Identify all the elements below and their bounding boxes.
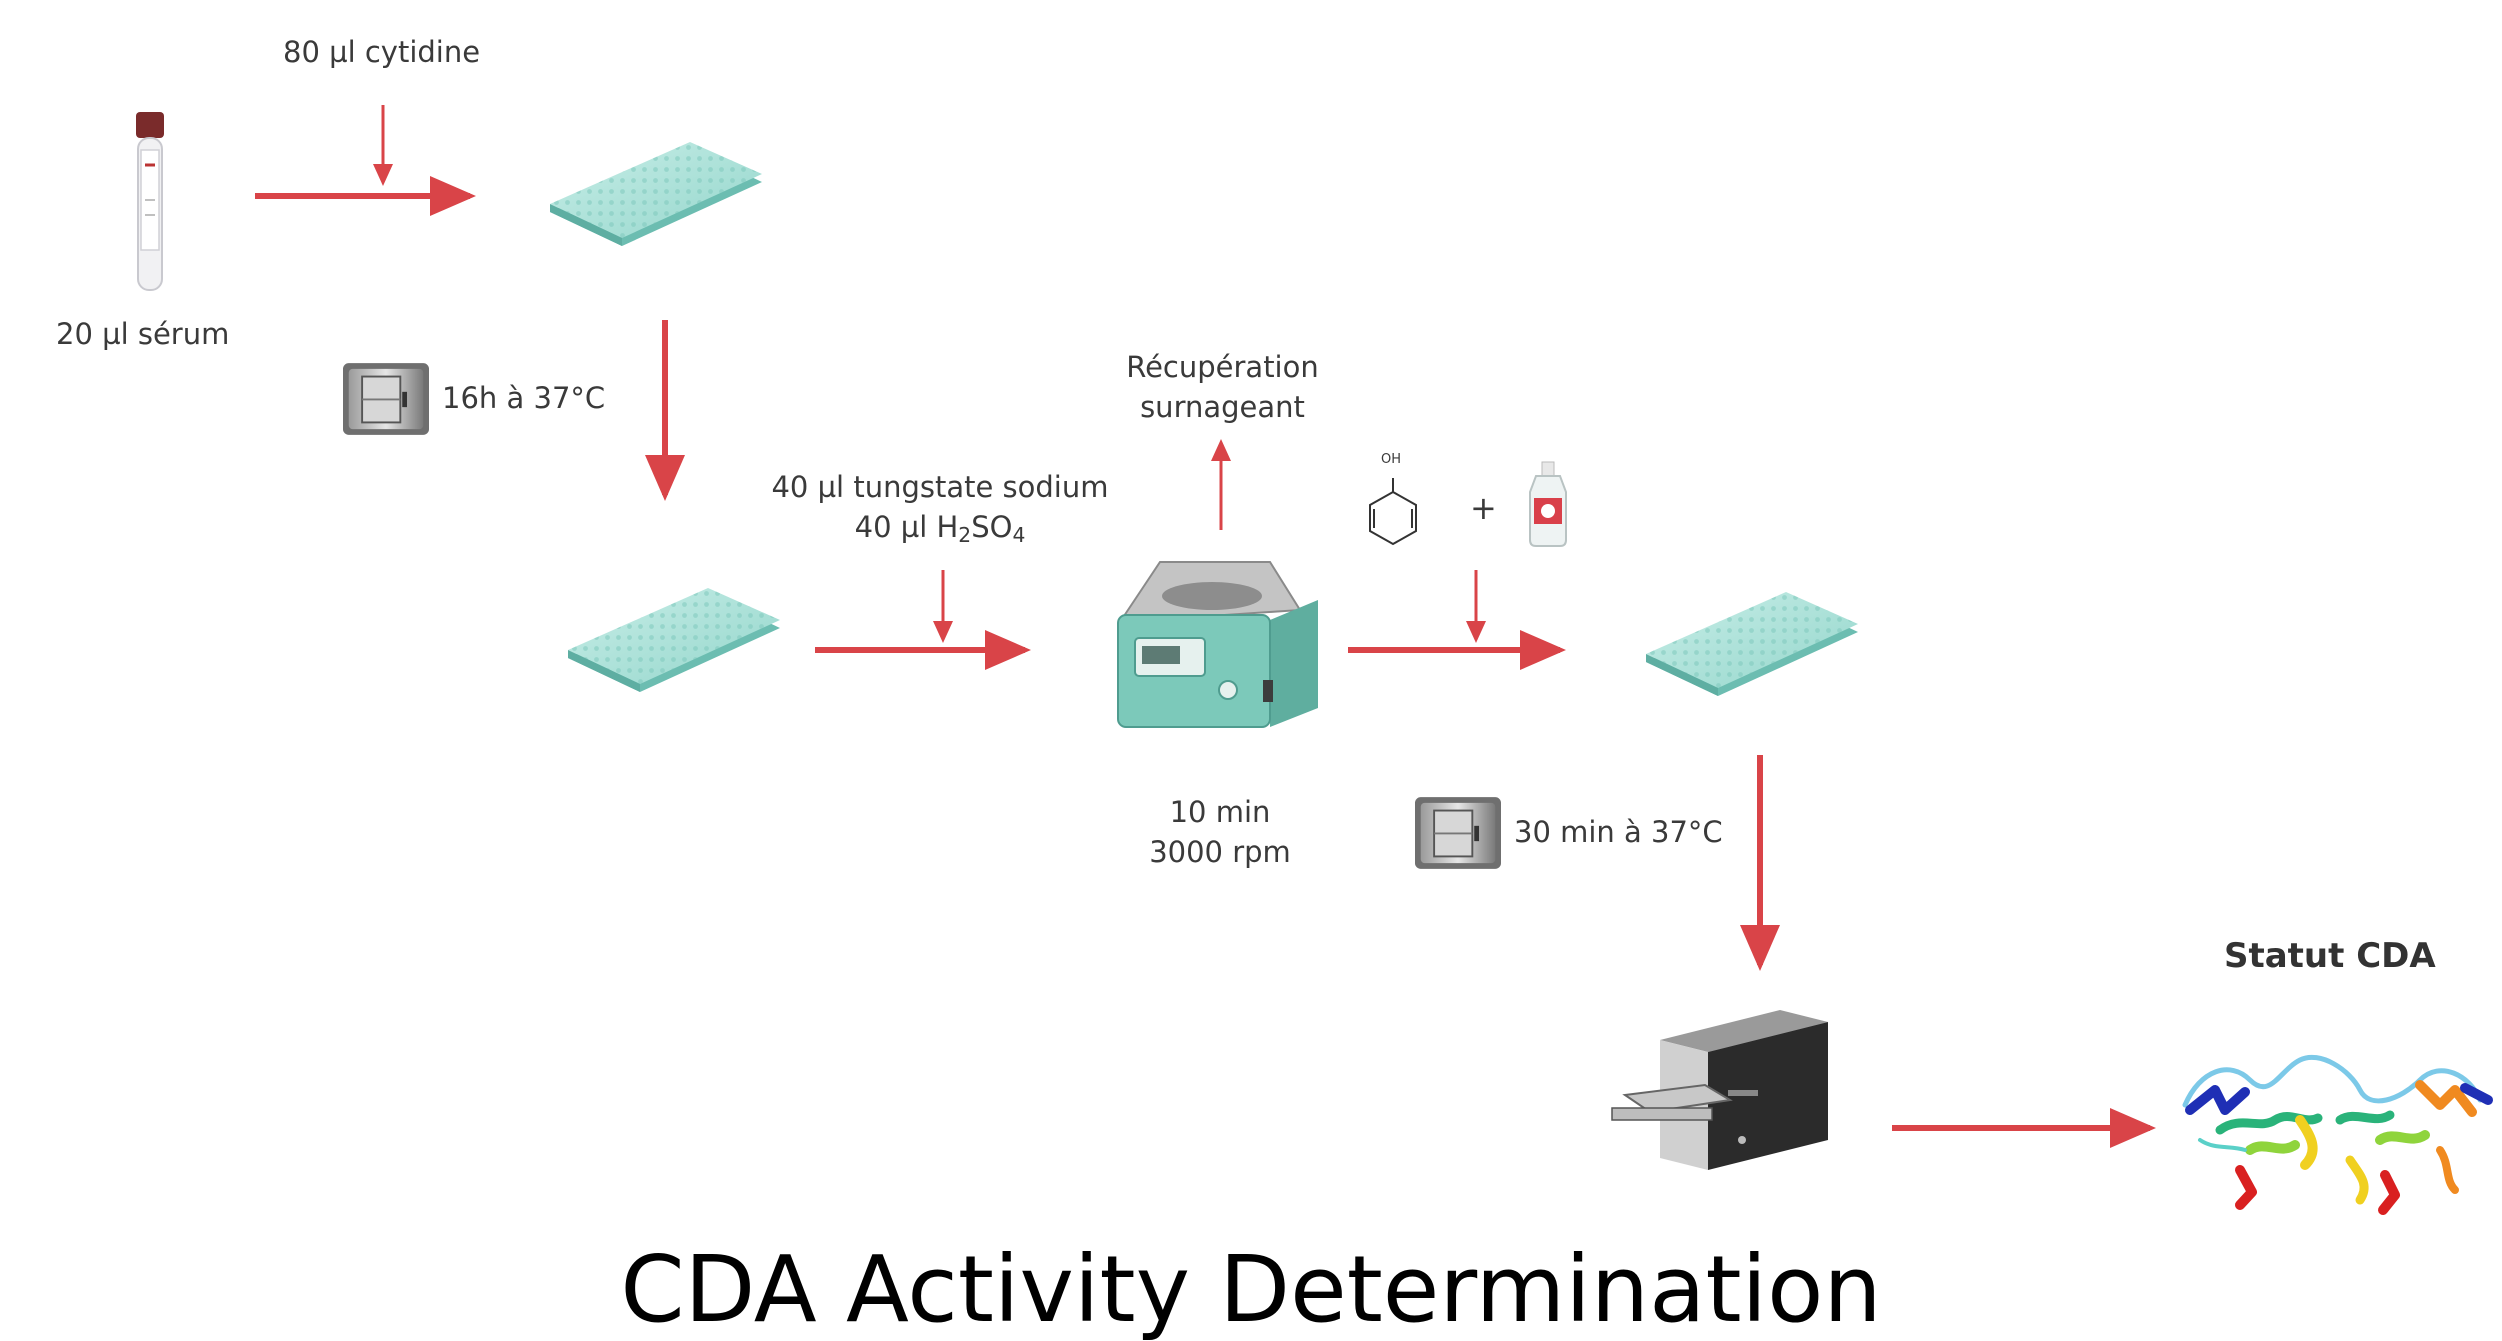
microplate-icon — [1646, 592, 1858, 696]
centrifuge-speed: 3000 rpm — [1149, 835, 1291, 869]
microplate-icon — [550, 142, 762, 246]
cda-protein-structure-icon — [2182, 1054, 2493, 1215]
centrifuge-icon — [1117, 561, 1318, 728]
centrifuge-time: 10 min — [1169, 795, 1271, 829]
incubator-icon — [343, 363, 429, 435]
microplate-icon — [568, 588, 780, 692]
page-title: CDA Activity Determination — [620, 1236, 1882, 1341]
supernatant-label: Récupération surnageant — [1126, 350, 1319, 424]
phenol-structure-icon — [1369, 478, 1417, 546]
plus-sign: + — [1470, 489, 1497, 527]
plate-reader-icon — [1611, 1010, 1828, 1170]
reagent-line-2: 40 µl H2SO4 — [854, 510, 1026, 547]
reagent-label: 40 µl tungstate sodium 40 µl H2SO4 — [760, 467, 1120, 555]
incubation-30min-label: 30 min à 37°C — [1514, 815, 1723, 849]
reagent-line-1: 40 µl tungstate sodium — [771, 470, 1109, 504]
cytidine-label: 80 µl cytidine — [283, 35, 481, 69]
result-label: Statut CDA — [2224, 936, 2436, 976]
serum-label: 20 µl sérum — [56, 317, 230, 351]
phenol-oh-label: OH — [1381, 452, 1402, 467]
bleach-bottle-icon — [1529, 461, 1567, 547]
centrifuge-conditions-label: 10 min 3000 rpm — [1100, 792, 1340, 872]
blood-tube-icon — [136, 112, 164, 291]
incubator-icon — [1415, 797, 1501, 869]
incubation-16h-label: 16h à 37°C — [442, 381, 606, 415]
